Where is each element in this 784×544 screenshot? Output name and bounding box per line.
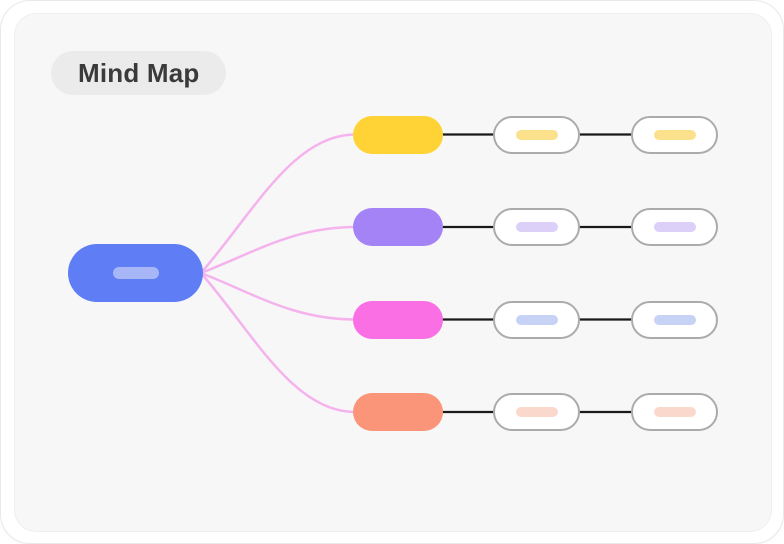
child-node-3-2[interactable]: [631, 300, 718, 339]
child-node-label-bar: [653, 314, 696, 325]
title-badge-label: Mind Map: [78, 57, 200, 88]
child-node-label-bar: [515, 129, 558, 140]
child-node-2-1[interactable]: [493, 208, 580, 246]
branch-node-4[interactable]: [353, 393, 443, 431]
child-node-label-bar: [653, 129, 696, 140]
root-node-label-bar: [112, 267, 159, 279]
branch-node-2[interactable]: [353, 208, 443, 246]
child-node-label-bar: [515, 314, 558, 325]
root-node[interactable]: [68, 244, 203, 302]
child-node-4-2[interactable]: [631, 393, 718, 431]
child-node-4-1[interactable]: [493, 393, 580, 431]
child-node-1-1[interactable]: [493, 115, 580, 154]
title-badge: Mind Map: [51, 51, 227, 95]
child-node-label-bar: [653, 222, 696, 232]
child-node-label-bar: [653, 407, 696, 417]
child-node-3-1[interactable]: [493, 300, 580, 339]
child-node-label-bar: [515, 222, 558, 232]
child-node-label-bar: [515, 407, 558, 417]
branch-node-3[interactable]: [353, 300, 443, 339]
child-node-1-2[interactable]: [631, 115, 718, 154]
child-node-2-2[interactable]: [631, 208, 718, 246]
branch-node-1[interactable]: [353, 115, 443, 154]
